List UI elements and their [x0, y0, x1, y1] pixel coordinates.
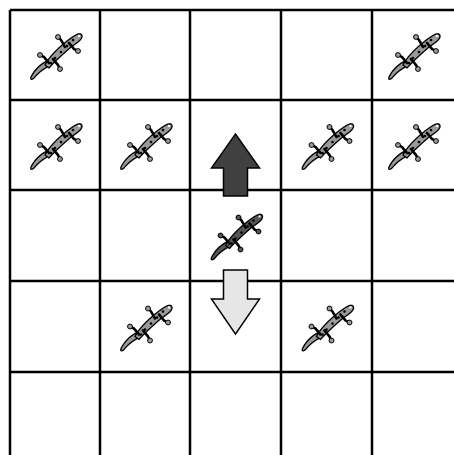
- grid-cell: [372, 281, 454, 372]
- grid-cell: [190, 10, 281, 100]
- grid-cell: [190, 372, 281, 455]
- grid-cell: [100, 190, 190, 281]
- grid-cells: [10, 10, 454, 455]
- grid-cell: [281, 190, 372, 281]
- grid-cell: [281, 372, 372, 455]
- grid-cell: [100, 10, 190, 100]
- grid-cell: [10, 190, 100, 281]
- grid-cell: [281, 10, 372, 100]
- grid-cell: [10, 281, 100, 372]
- grid-cell: [372, 190, 454, 281]
- grid-cell: [10, 372, 100, 455]
- grid-cell: [372, 372, 454, 455]
- grid-cell: [100, 372, 190, 455]
